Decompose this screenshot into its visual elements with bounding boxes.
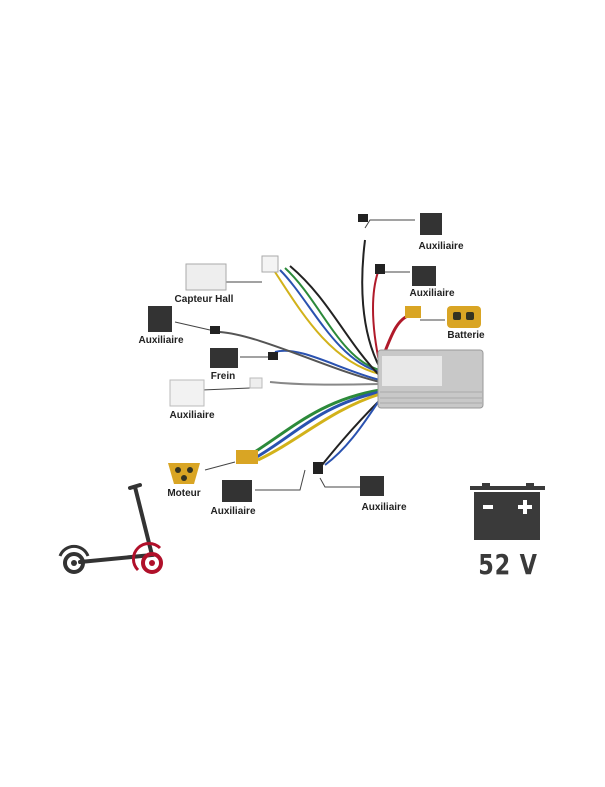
label-hall-sensor: Capteur Hall <box>174 294 234 305</box>
connectors <box>148 213 481 502</box>
battery-connector <box>447 306 481 328</box>
label-aux-left: Auxiliaire <box>138 335 184 346</box>
label-motor: Moteur <box>167 488 201 499</box>
battery-voltage: 52 V <box>478 548 538 581</box>
aux-connector-white <box>169 379 205 407</box>
aux-connector-top <box>420 213 442 235</box>
label-aux-bottom-left: Auxiliaire <box>210 506 256 517</box>
controller-box <box>377 349 484 409</box>
aux-connector-left <box>148 306 172 332</box>
label-aux-white: Auxiliaire <box>169 410 215 421</box>
label-brake: Frein <box>210 371 236 382</box>
label-aux-bottom-right: Auxiliaire <box>361 502 407 513</box>
leader-lines <box>174 219 445 491</box>
aux-connector-right <box>412 266 436 286</box>
battery-icon <box>470 483 545 540</box>
aux-connector-bottom-right <box>360 476 384 496</box>
hall-sensor-connector <box>185 263 227 291</box>
label-battery: Batterie <box>447 330 485 341</box>
scooter-icon <box>58 483 163 574</box>
label-aux-top: Auxiliaire <box>418 241 464 252</box>
label-aux-right: Auxiliaire <box>409 288 455 299</box>
brake-connector <box>210 348 238 368</box>
aux-connector-bottom-left <box>222 480 252 502</box>
